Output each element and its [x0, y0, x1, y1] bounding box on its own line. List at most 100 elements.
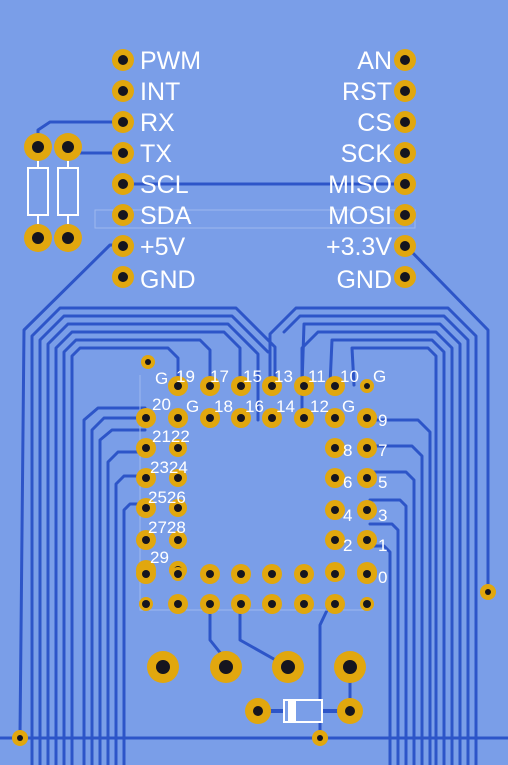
header-left-label: SCL	[140, 171, 189, 199]
trace-layer	[0, 120, 508, 765]
socket-pad-drill	[268, 570, 276, 578]
socket-top1-label: G	[373, 367, 386, 386]
socket-top2-label: G	[342, 397, 355, 416]
socket-pad-drill	[364, 383, 370, 389]
socket-pad-drill	[268, 600, 276, 608]
socket-pad-drill	[363, 536, 371, 544]
header-left-pad-drill	[118, 272, 128, 282]
socket-pad-drill	[142, 444, 150, 452]
left-trace-bundle	[30, 306, 277, 765]
header-right-label: MISO	[328, 171, 392, 199]
socket-pad-drill	[174, 570, 182, 578]
large-pad-drill	[219, 660, 233, 674]
socket-pad-drill	[174, 536, 182, 544]
socket-right-label: 2	[343, 536, 352, 555]
via-pad-drill	[317, 735, 323, 741]
header-right-label: SCK	[341, 140, 393, 168]
socket-pad-drill	[363, 570, 371, 578]
header-right-pad-drill	[400, 210, 410, 220]
socket-pad-drill	[237, 382, 245, 390]
header-right-label: GND	[336, 266, 392, 294]
via-pad-drill	[17, 735, 23, 741]
socket-pad-drill	[174, 600, 182, 608]
header-right-label: +3.3V	[326, 233, 392, 261]
socket-pad-drill	[300, 570, 308, 578]
socket-top1-label: 11	[308, 367, 326, 386]
header-right-label: CS	[357, 109, 392, 137]
socket-pad-drill	[142, 570, 150, 578]
socket-pad-drill	[237, 570, 245, 578]
header-left-label: PWM	[140, 47, 201, 75]
socket-top2-label: 20	[152, 395, 171, 414]
header-right-label: MOSI	[328, 202, 392, 230]
resistor-pair	[27, 160, 79, 225]
socket-pad-drill	[331, 414, 339, 422]
large-pad-drill	[343, 660, 357, 674]
socket-left-label: 2324	[150, 458, 188, 477]
vcc33-trace	[403, 243, 490, 592]
socket-pad-drill	[206, 570, 214, 578]
header-left-pad-drill	[118, 241, 128, 251]
socket-right-label: 7	[378, 441, 387, 460]
diode-pad-drill	[345, 706, 355, 716]
socket-top1-label: 19	[176, 367, 195, 386]
large-pad-drill	[156, 660, 170, 674]
via-pad-drill	[485, 589, 491, 595]
header-right-pad-drill	[400, 117, 410, 127]
socket-pad-drill	[142, 504, 150, 512]
resistor-pad-drill	[32, 141, 44, 153]
socket-pad-drill	[206, 414, 214, 422]
socket-pad-drill	[363, 444, 371, 452]
socket-pad-drill	[331, 570, 339, 578]
socket-pad-drill	[174, 504, 182, 512]
socket-pad-drill	[174, 414, 182, 422]
socket-top2-label: G	[186, 397, 199, 416]
socket-top2-label: 12	[310, 397, 329, 416]
socket-pad-drill	[363, 600, 371, 608]
socket-pad-drill	[142, 600, 150, 608]
header-left-pad-drill	[118, 210, 128, 220]
header-right-pad-drill	[400, 272, 410, 282]
header-left-label: INT	[140, 78, 180, 106]
socket-pad-drill	[300, 414, 308, 422]
socket-left-label: 2526	[148, 488, 186, 507]
header-left-pad-drill	[118, 148, 128, 158]
socket-top2-label: 14	[276, 397, 295, 416]
pad-layer	[12, 49, 496, 746]
socket-top1-label: G	[155, 369, 168, 388]
socket-top2-label: 16	[245, 397, 264, 416]
socket-top1-label: 10	[340, 367, 359, 386]
socket-pad-drill	[363, 506, 371, 514]
socket-right-label: 8	[343, 441, 352, 460]
socket-labels: G 19 17 15 13 11 10 G 20 G 18 16 14 12 G…	[148, 367, 387, 587]
socket-pad-drill	[142, 474, 150, 482]
header-left-label: SDA	[140, 202, 192, 230]
socket-pad-drill	[300, 382, 308, 390]
socket-right-label: 9	[378, 411, 387, 430]
socket-pad-drill	[331, 444, 339, 452]
socket-pad-drill	[142, 414, 150, 422]
header-left-pad-drill	[118, 179, 128, 189]
socket-top2-label: 18	[214, 397, 233, 416]
socket-right-label: 6	[343, 473, 352, 492]
header-left-label: RX	[140, 109, 175, 137]
diode-band	[288, 700, 296, 722]
socket-pad-drill	[331, 600, 339, 608]
right-trace-bundle	[268, 306, 478, 765]
header-left-label: GND	[140, 266, 196, 294]
socket-pad-drill	[363, 414, 371, 422]
socket-pad-drill	[300, 600, 308, 608]
socket-left-label: 2728	[148, 518, 186, 537]
socket-pad-drill	[145, 359, 151, 365]
header-right-label: RST	[342, 78, 392, 106]
socket-pad-drill	[142, 536, 150, 544]
header-right-pad-drill	[400, 55, 410, 65]
socket-top1-label: 17	[210, 367, 229, 386]
large-pad-drill	[281, 660, 295, 674]
socket-left-label: 29	[150, 548, 169, 567]
socket-pad-drill	[268, 382, 276, 390]
header-right-pad-drill	[400, 179, 410, 189]
header-left-pad-drill	[118, 55, 128, 65]
socket-pad-drill	[174, 474, 182, 482]
